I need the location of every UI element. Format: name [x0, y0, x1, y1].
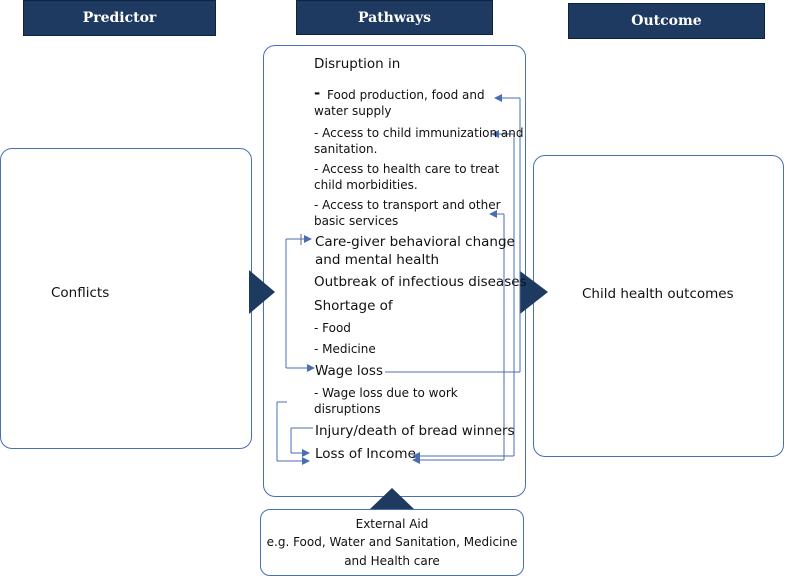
immunization-line1: - Access to child immunization and: [314, 126, 524, 140]
transport-line2: basic services: [314, 214, 399, 228]
header-predictor: Predictor: [23, 0, 216, 36]
external-aid-examples-line2: and Health care: [344, 553, 440, 568]
shortage-medicine: - Medicine: [314, 342, 376, 356]
injury-death: Injury/death of bread winners: [315, 423, 515, 439]
shortage-heading: Shortage of: [314, 298, 393, 314]
header-outcome: Outcome: [568, 3, 765, 39]
predictor-to-pathways-arrow: [249, 270, 275, 314]
health-care-line2: child morbidities.: [314, 178, 418, 192]
caregiver-line2: and mental health: [315, 252, 440, 268]
external-aid-box: External Aid e.g. Food, Water and Sanita…: [260, 509, 524, 576]
food-dash: -: [314, 84, 321, 102]
disruption-heading: Disruption in: [314, 56, 401, 72]
transport-line1: - Access to transport and other: [314, 198, 501, 212]
caregiver-line1: Care-giver behavioral change: [315, 234, 515, 250]
food-supply-line1: Food production, food and: [327, 88, 485, 102]
predictor-label: Conflicts: [51, 285, 110, 301]
pathways-box: [263, 45, 526, 497]
header-pathways: Pathways: [296, 0, 493, 35]
outcome-box: Child health outcomes: [533, 155, 784, 457]
pathways-to-outcome-arrow: [520, 271, 548, 314]
external-aid-title: External Aid: [355, 516, 429, 531]
wage-detail-line1: - Wage loss due to work: [314, 386, 458, 400]
predictor-box: Conflicts: [0, 148, 252, 449]
loss-of-income: Loss of Income: [315, 446, 416, 462]
outcome-label: Child health outcomes: [582, 286, 734, 302]
health-care-line1: - Access to health care to treat: [314, 162, 500, 176]
wage-detail-line2: disruptions: [314, 402, 381, 416]
outbreak-text: Outbreak of infectious diseases: [314, 274, 527, 290]
food-supply-line2: water supply: [314, 104, 392, 118]
shortage-food: - Food: [314, 321, 351, 335]
external-aid-up-arrow: [370, 488, 414, 509]
immunization-line2: sanitation.: [314, 142, 378, 156]
external-aid-examples-line1: e.g. Food, Water and Sanitation, Medicin…: [266, 535, 518, 550]
wage-loss: Wage loss: [315, 363, 384, 379]
